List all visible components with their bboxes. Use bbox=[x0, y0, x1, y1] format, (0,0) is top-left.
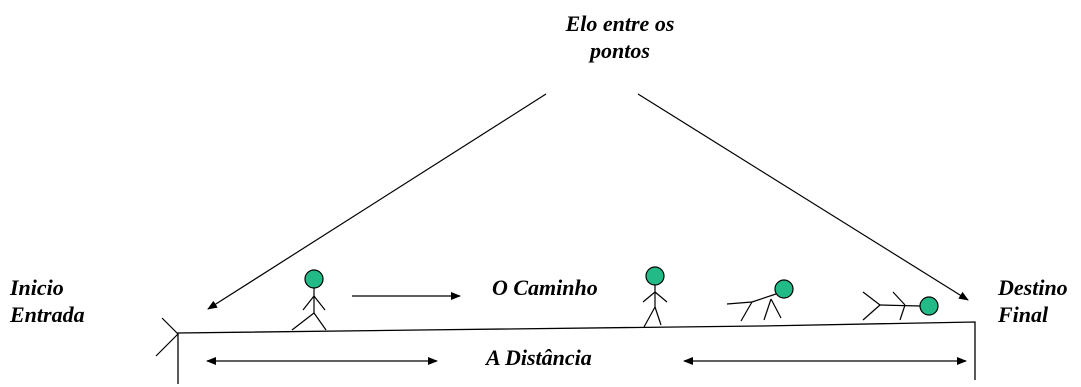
title-line-1: Elo entre os bbox=[565, 11, 675, 36]
entrance-figure bbox=[155, 317, 179, 357]
walker-figure-2 bbox=[642, 266, 668, 328]
start-label-line-1: Inicio bbox=[10, 275, 64, 300]
start-label: Inicio Entrada bbox=[10, 274, 85, 328]
title-line-2: pontos bbox=[590, 38, 650, 63]
diagram-title: Elo entre os pontos bbox=[540, 10, 700, 64]
end-label-line-2: Final bbox=[998, 302, 1049, 327]
link-arrow-right bbox=[637, 93, 969, 301]
end-label: Destino Final bbox=[998, 274, 1068, 328]
distance-label: A Distância bbox=[486, 345, 592, 370]
start-label-line-2: Entrada bbox=[10, 302, 85, 327]
path-ground-line bbox=[177, 321, 976, 384]
end-label-line-1: Destino bbox=[998, 275, 1068, 300]
walker-figure-1 bbox=[291, 269, 327, 331]
path-label: O Caminho bbox=[492, 275, 598, 300]
link-arrow-left bbox=[207, 93, 547, 310]
lying-figure bbox=[862, 291, 939, 321]
crawling-figure bbox=[726, 279, 794, 322]
